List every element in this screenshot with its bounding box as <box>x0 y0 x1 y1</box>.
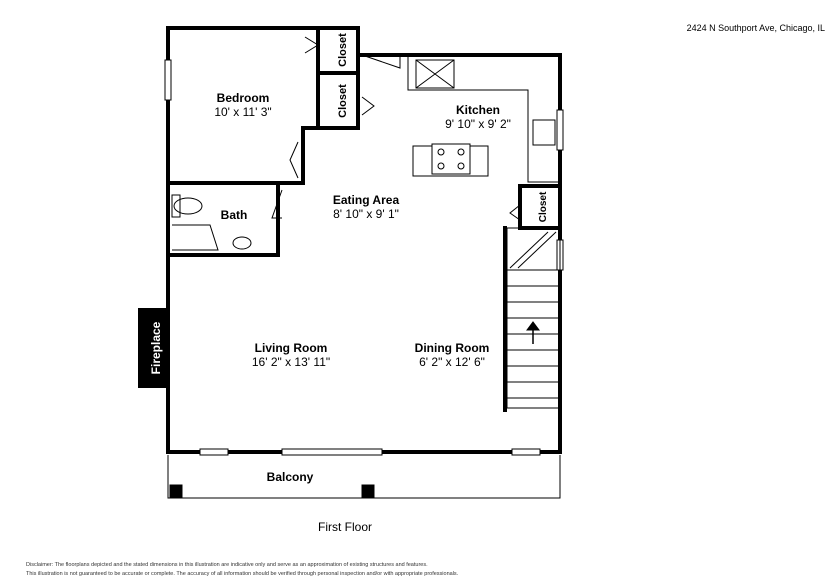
closet-label-top: Closet <box>337 33 349 67</box>
doors <box>271 36 521 221</box>
kitchen-dims: 9' 10" x 9' 2" <box>445 117 511 131</box>
bedroom-dims: 10' x 11' 3" <box>214 105 271 119</box>
kitchen-fixtures <box>407 55 560 183</box>
dining-dims: 6' 2" x 12' 6" <box>419 355 485 369</box>
address: 2424 N Southport Ave, Chicago, IL <box>686 23 825 33</box>
disclaimer-line-2: This illustration is not guaranteed to b… <box>26 571 459 577</box>
fireplace-label: Fireplace <box>149 321 163 374</box>
balcony-name: Balcony <box>267 470 314 484</box>
closet-label-right: Closet <box>538 191 549 222</box>
kitchen-name: Kitchen <box>456 103 500 117</box>
bath-fixtures <box>171 194 252 251</box>
living-name: Living Room <box>255 341 328 355</box>
staircase[interactable] <box>506 227 561 409</box>
disclaimer-line-1: Disclaimer: The floorplans depicted and … <box>26 562 428 568</box>
fireplace: Fireplace <box>138 308 170 388</box>
closet-label-middle: Closet <box>337 84 349 118</box>
bedroom-name: Bedroom <box>217 91 270 105</box>
dining-name: Dining Room <box>415 341 490 355</box>
floor-label: First Floor <box>318 520 372 534</box>
living-dims: 16' 2" x 13' 11" <box>252 355 330 369</box>
bath-name: Bath <box>221 208 248 222</box>
eating-dims: 8' 10" x 9' 1" <box>333 207 399 221</box>
eating-name: Eating Area <box>333 193 400 207</box>
balcony <box>167 455 561 499</box>
